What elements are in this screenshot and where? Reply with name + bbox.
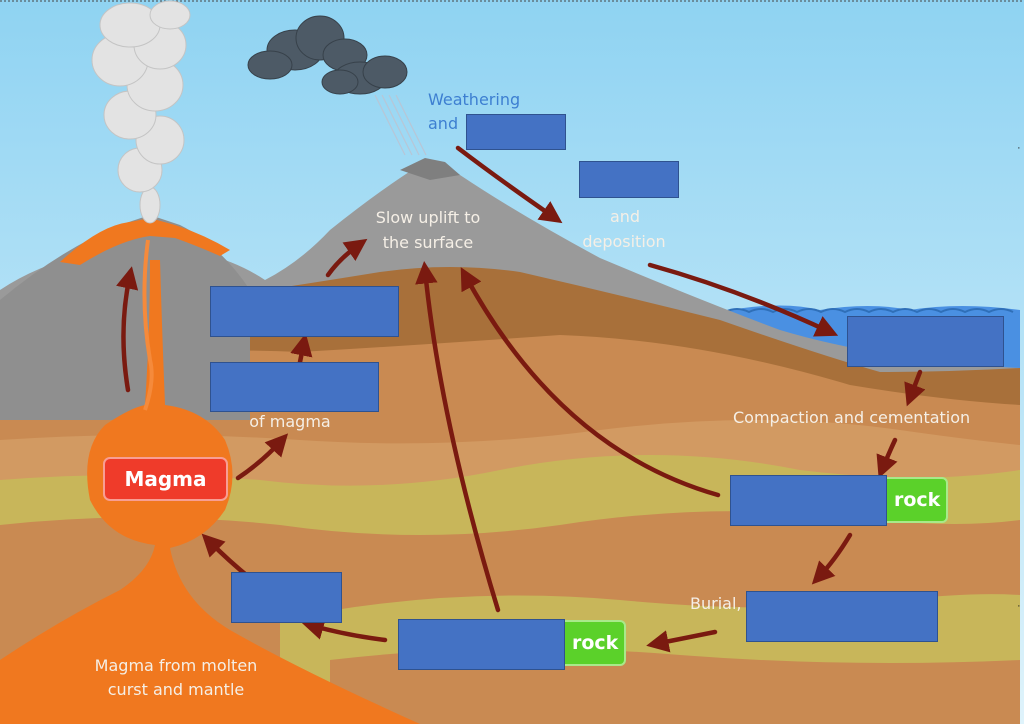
arrow-metamorphic-to-melting: [301, 617, 388, 643]
edge-mark-top: ·: [1017, 142, 1021, 154]
sea-wave: [724, 308, 1014, 314]
arrow-metamorphic-uplift: [415, 261, 501, 613]
arrow-weathering-to-transport: [455, 145, 563, 224]
igneous-rock-blank-box[interactable]: [210, 286, 399, 337]
label-slow-uplift: Slow uplift to: [375, 208, 481, 227]
arrow-magma-to-volcano: [116, 266, 139, 393]
sediment-blank-box[interactable]: [847, 316, 1004, 367]
transport-blank-box[interactable]: [579, 161, 679, 198]
metamorphic-rock-tag: rock: [562, 620, 627, 666]
arrow-transport-to-sea: [647, 262, 839, 337]
label-transport-and: and: [609, 207, 641, 226]
edge-mark-bottom: ·: [1017, 600, 1021, 612]
label-weathering: Weathering: [428, 90, 521, 109]
arrow-sedimentary-to-burial: [811, 532, 853, 585]
label-the-surface: the surface: [382, 233, 474, 252]
rain: [374, 94, 427, 156]
arrow-cooling-to-igneous: [290, 333, 313, 365]
label-weathering-and: and: [428, 114, 459, 133]
mountain-peak: [400, 158, 460, 180]
volcano-lava-top: [60, 218, 230, 265]
label-magma-source-2: curst and mantle: [107, 680, 245, 699]
volcano-smoke: [91, 0, 191, 224]
rain-cloud: [247, 15, 408, 95]
arrow-burial-to-metamorphic: [646, 629, 718, 653]
label-compaction: Compaction and cementation: [733, 408, 971, 427]
magma-conduit: [142, 239, 154, 411]
arrow-sediment-down: [904, 369, 926, 407]
magma-label: Magma: [103, 457, 228, 501]
label-deposition: deposition: [582, 232, 666, 251]
arrow-magma-to-cooling: [235, 433, 289, 481]
arrow-compaction-down: [876, 437, 898, 479]
melting-blank-box[interactable]: [231, 572, 342, 623]
arrow-sedimentary-uplift: [460, 267, 721, 498]
sedimentary-rock-tag: rock: [884, 477, 949, 523]
label-of-magma: of magma: [249, 412, 331, 431]
label-magma-source-1: Magma from molten: [94, 656, 258, 675]
label-burial: Burial,: [690, 594, 742, 613]
sedimentary-rock-blank-box[interactable]: [730, 475, 887, 526]
cooling-blank-box[interactable]: [210, 362, 379, 412]
burial-blank-box[interactable]: [746, 591, 938, 642]
weathering-blank-box[interactable]: [466, 114, 566, 150]
metamorphic-rock-blank-box[interactable]: [398, 619, 565, 670]
arrow-igneous-to-uplift: [325, 238, 368, 278]
